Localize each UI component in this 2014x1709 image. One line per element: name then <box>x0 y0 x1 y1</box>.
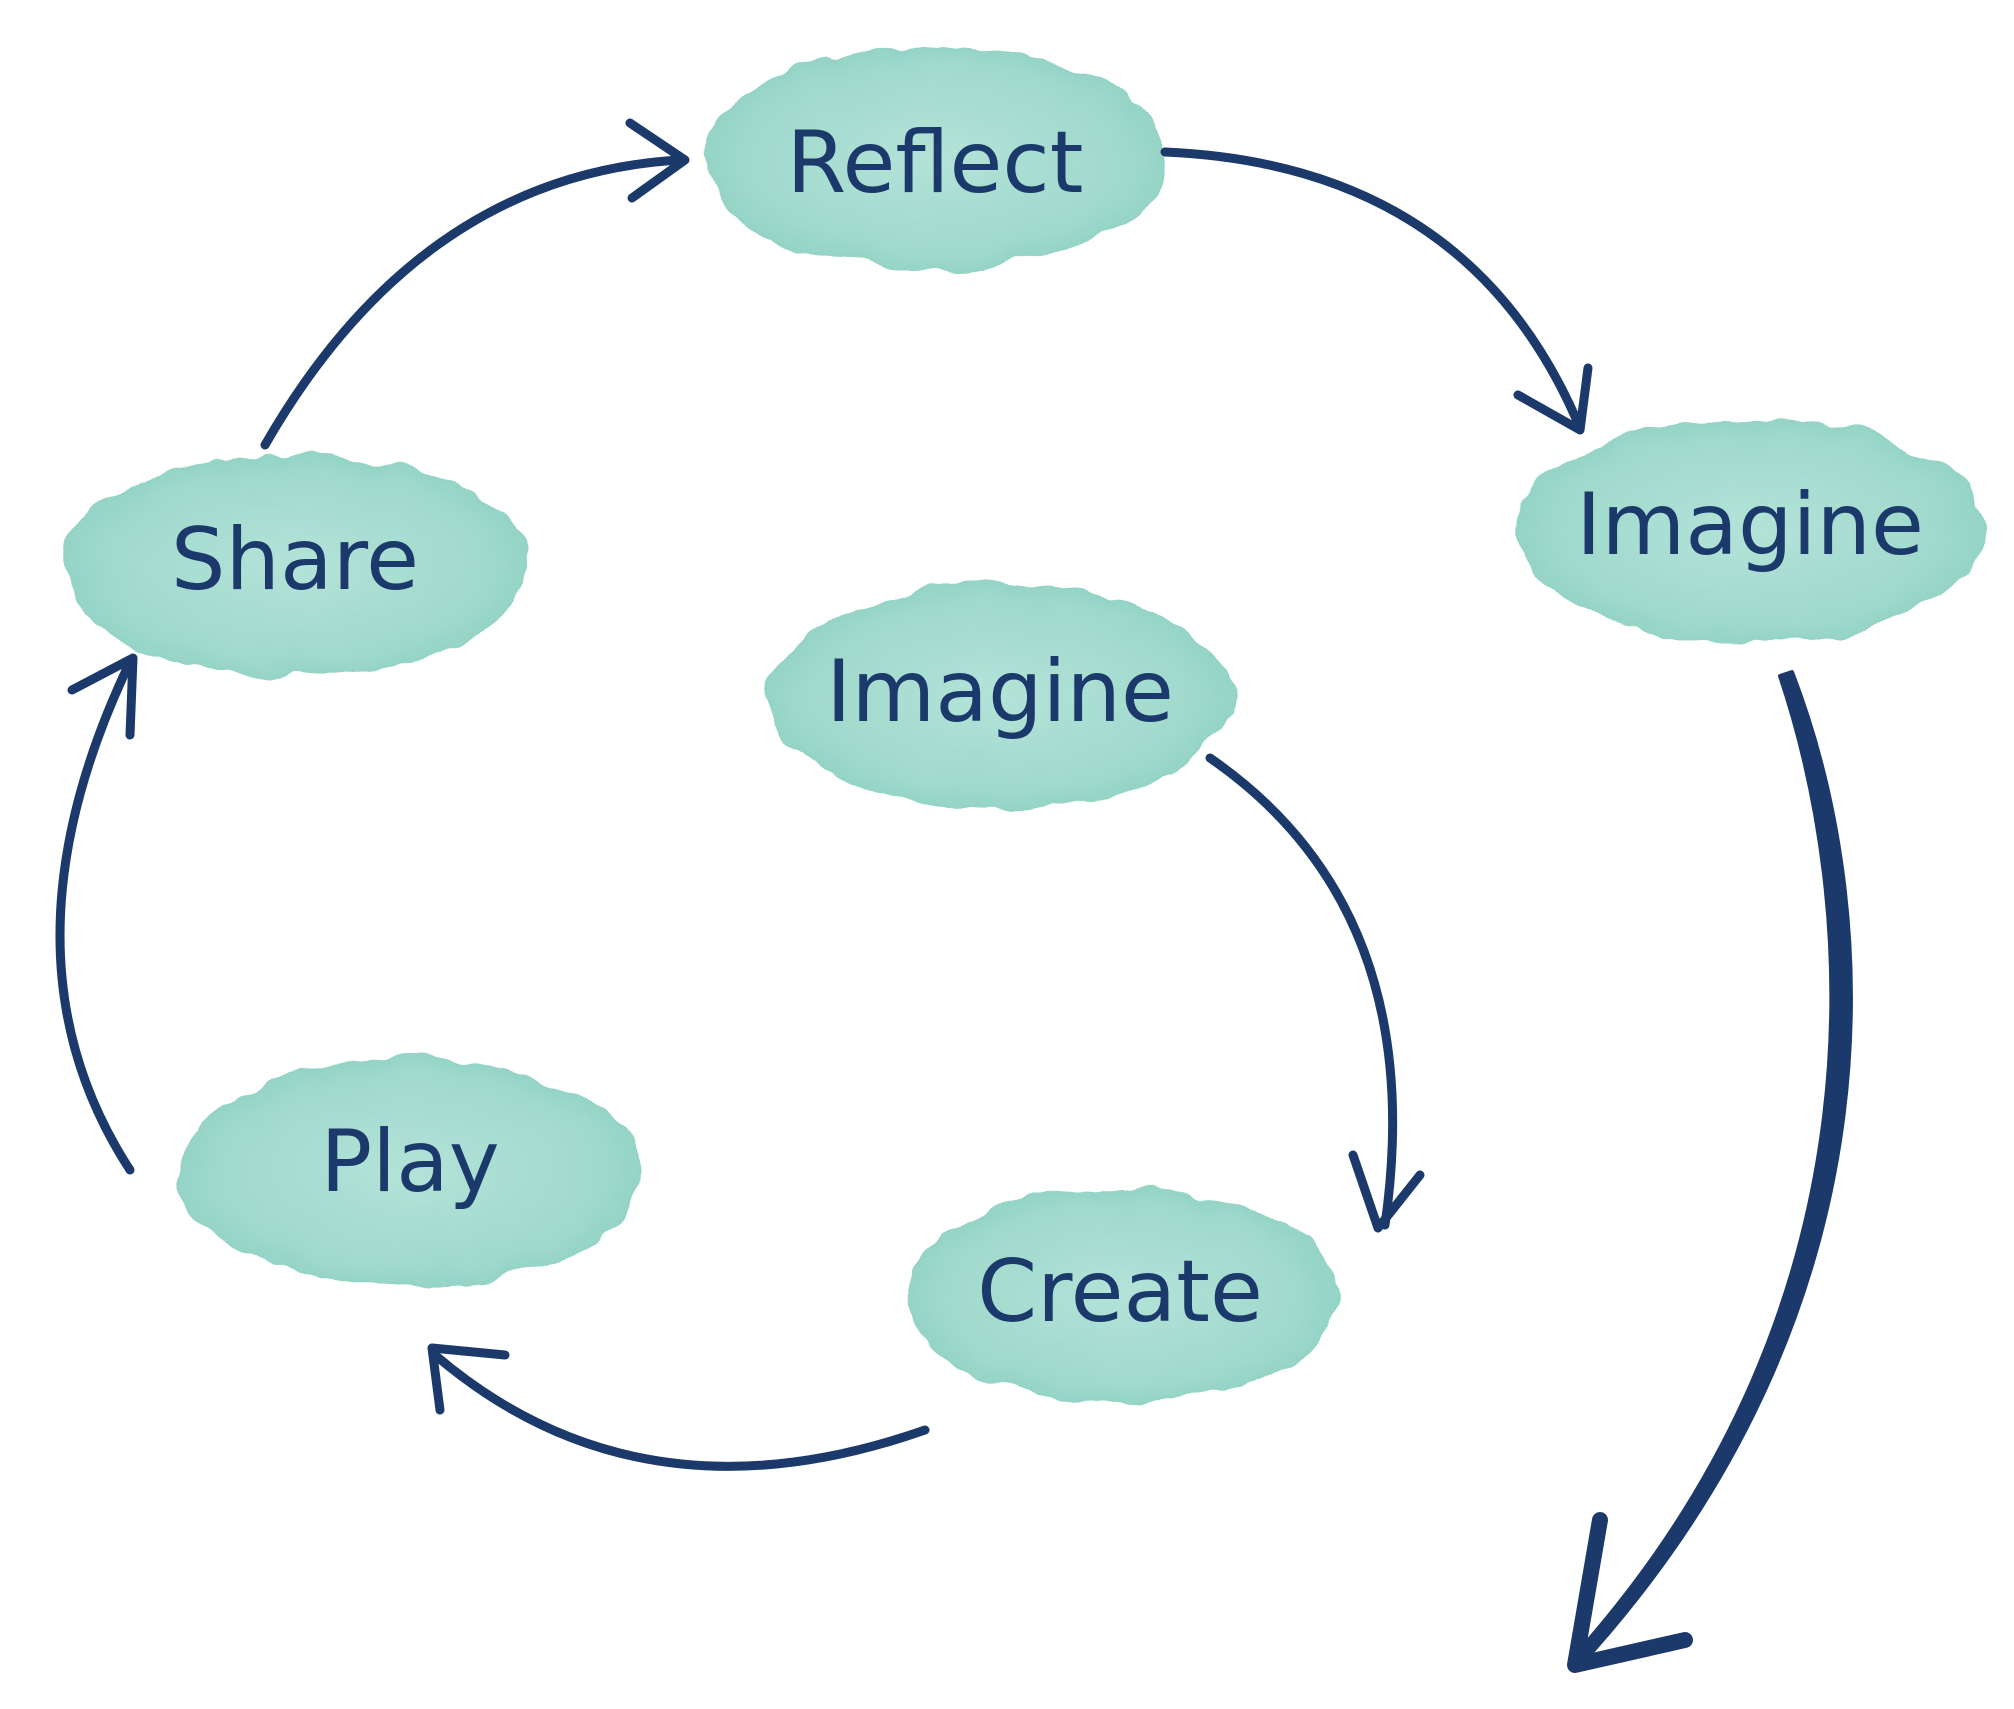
imagine-center-blob <box>768 585 1232 809</box>
reflect-label: Reflect <box>787 113 1084 213</box>
node-imagine-right: Imagine <box>1518 418 1982 642</box>
imagine-right-label: Imagine <box>1576 475 1924 575</box>
arrow-imagine-center-to-create <box>1205 753 1425 1233</box>
arrow-reflect-to-imagine-right <box>1160 147 1593 435</box>
imagine-right-blob <box>1518 418 1982 642</box>
reflect-blob <box>705 46 1165 270</box>
play-label: Play <box>320 1112 499 1212</box>
create-label: Create <box>977 1242 1263 1342</box>
node-share: Share <box>63 453 527 677</box>
create-blob <box>907 1187 1337 1403</box>
node-reflect: Reflect <box>705 46 1165 270</box>
node-create: Create <box>907 1187 1337 1403</box>
imagine-center-label: Imagine <box>826 642 1174 742</box>
arrow-imagine-right-to-outside <box>1567 670 1853 1673</box>
arrow-play-to-share <box>55 653 138 1175</box>
arrow-share-to-reflect <box>260 118 690 450</box>
share-label: Share <box>171 510 419 610</box>
arrow-create-to-play <box>427 1343 930 1471</box>
node-play: Play <box>178 1058 642 1286</box>
play-blob <box>178 1058 642 1286</box>
share-blob <box>63 453 527 677</box>
node-imagine-center: Imagine <box>768 585 1232 809</box>
